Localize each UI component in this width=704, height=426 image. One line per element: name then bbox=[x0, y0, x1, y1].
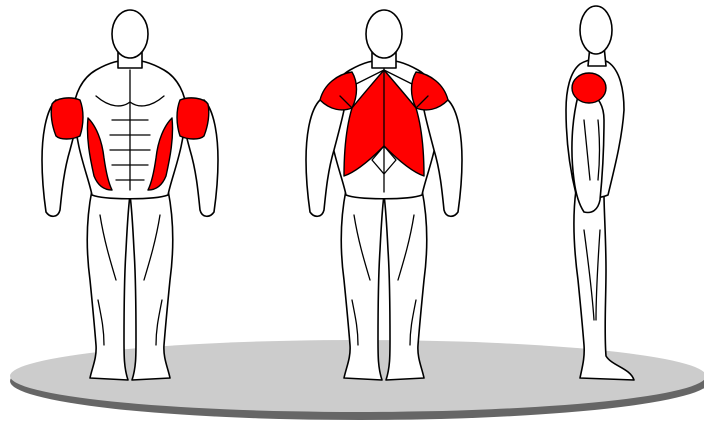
front-right-deltoid bbox=[177, 98, 209, 139]
side-head bbox=[580, 6, 612, 54]
side-deltoid bbox=[572, 73, 606, 103]
back-left-deltoid bbox=[320, 72, 357, 110]
front-left-deltoid bbox=[51, 98, 83, 139]
figure-front bbox=[42, 10, 218, 380]
front-left-leg bbox=[87, 190, 130, 380]
back-head bbox=[366, 10, 402, 58]
figure-side bbox=[566, 6, 634, 380]
front-head bbox=[112, 10, 148, 58]
figure-back bbox=[306, 10, 462, 380]
back-right-deltoid bbox=[412, 72, 449, 110]
